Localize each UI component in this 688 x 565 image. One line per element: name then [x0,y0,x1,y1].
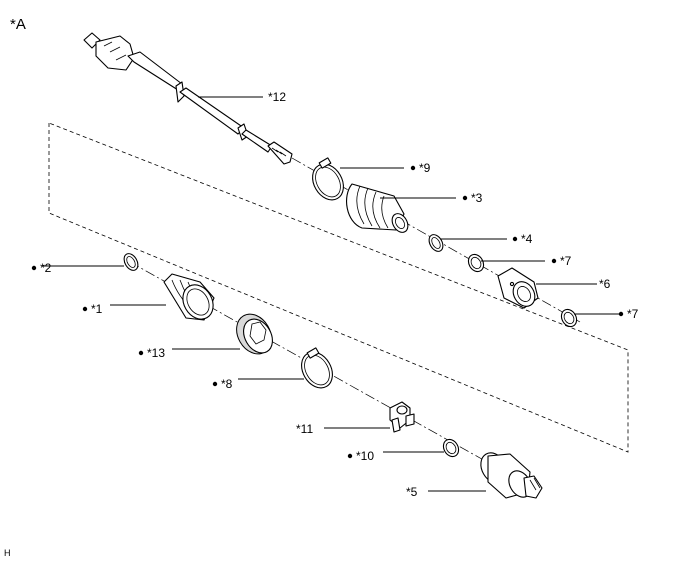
drive-shaft-part [83,32,293,165]
snap-ring-upper-part [467,253,485,273]
inboard-boot-part [163,273,215,321]
callout-2: *2 [40,261,52,275]
boot-clamp-large-upper-part [312,157,344,201]
callout-3: *3 [471,191,483,205]
callout-13: *13 [147,346,165,360]
boot-clamp-large-lower-part [301,347,333,389]
outboard-boot-part [346,183,409,233]
callout-7-upper: *7 [560,254,572,268]
leader-lines [42,96,621,492]
callout-5: *5 [406,485,418,499]
callout-11: *11 [296,422,313,436]
inboard-joint-housing-part [480,452,543,499]
bullets [31,165,624,459]
callout-8: *8 [221,377,233,391]
group-outline [48,122,629,453]
boot-clamp-small-lower-part [123,253,139,271]
boot-insert-part [236,313,273,355]
callout-7-lower: *7 [627,307,639,321]
callout-1: *1 [91,302,103,316]
callout-9: *9 [419,161,431,175]
boot-clamp-small-upper-part [428,234,444,252]
callout-12: *12 [268,90,286,104]
tripod-joint-part [389,401,415,433]
snap-ring-lower-part [560,308,578,328]
callout-10: *10 [356,449,374,463]
corner-mark: H [4,548,11,558]
callout-6: *6 [599,277,611,291]
view-label: *A [10,16,26,33]
callout-4: *4 [521,232,533,246]
joint-damper-part [497,267,539,309]
snap-ring-inboard-part [442,438,460,458]
